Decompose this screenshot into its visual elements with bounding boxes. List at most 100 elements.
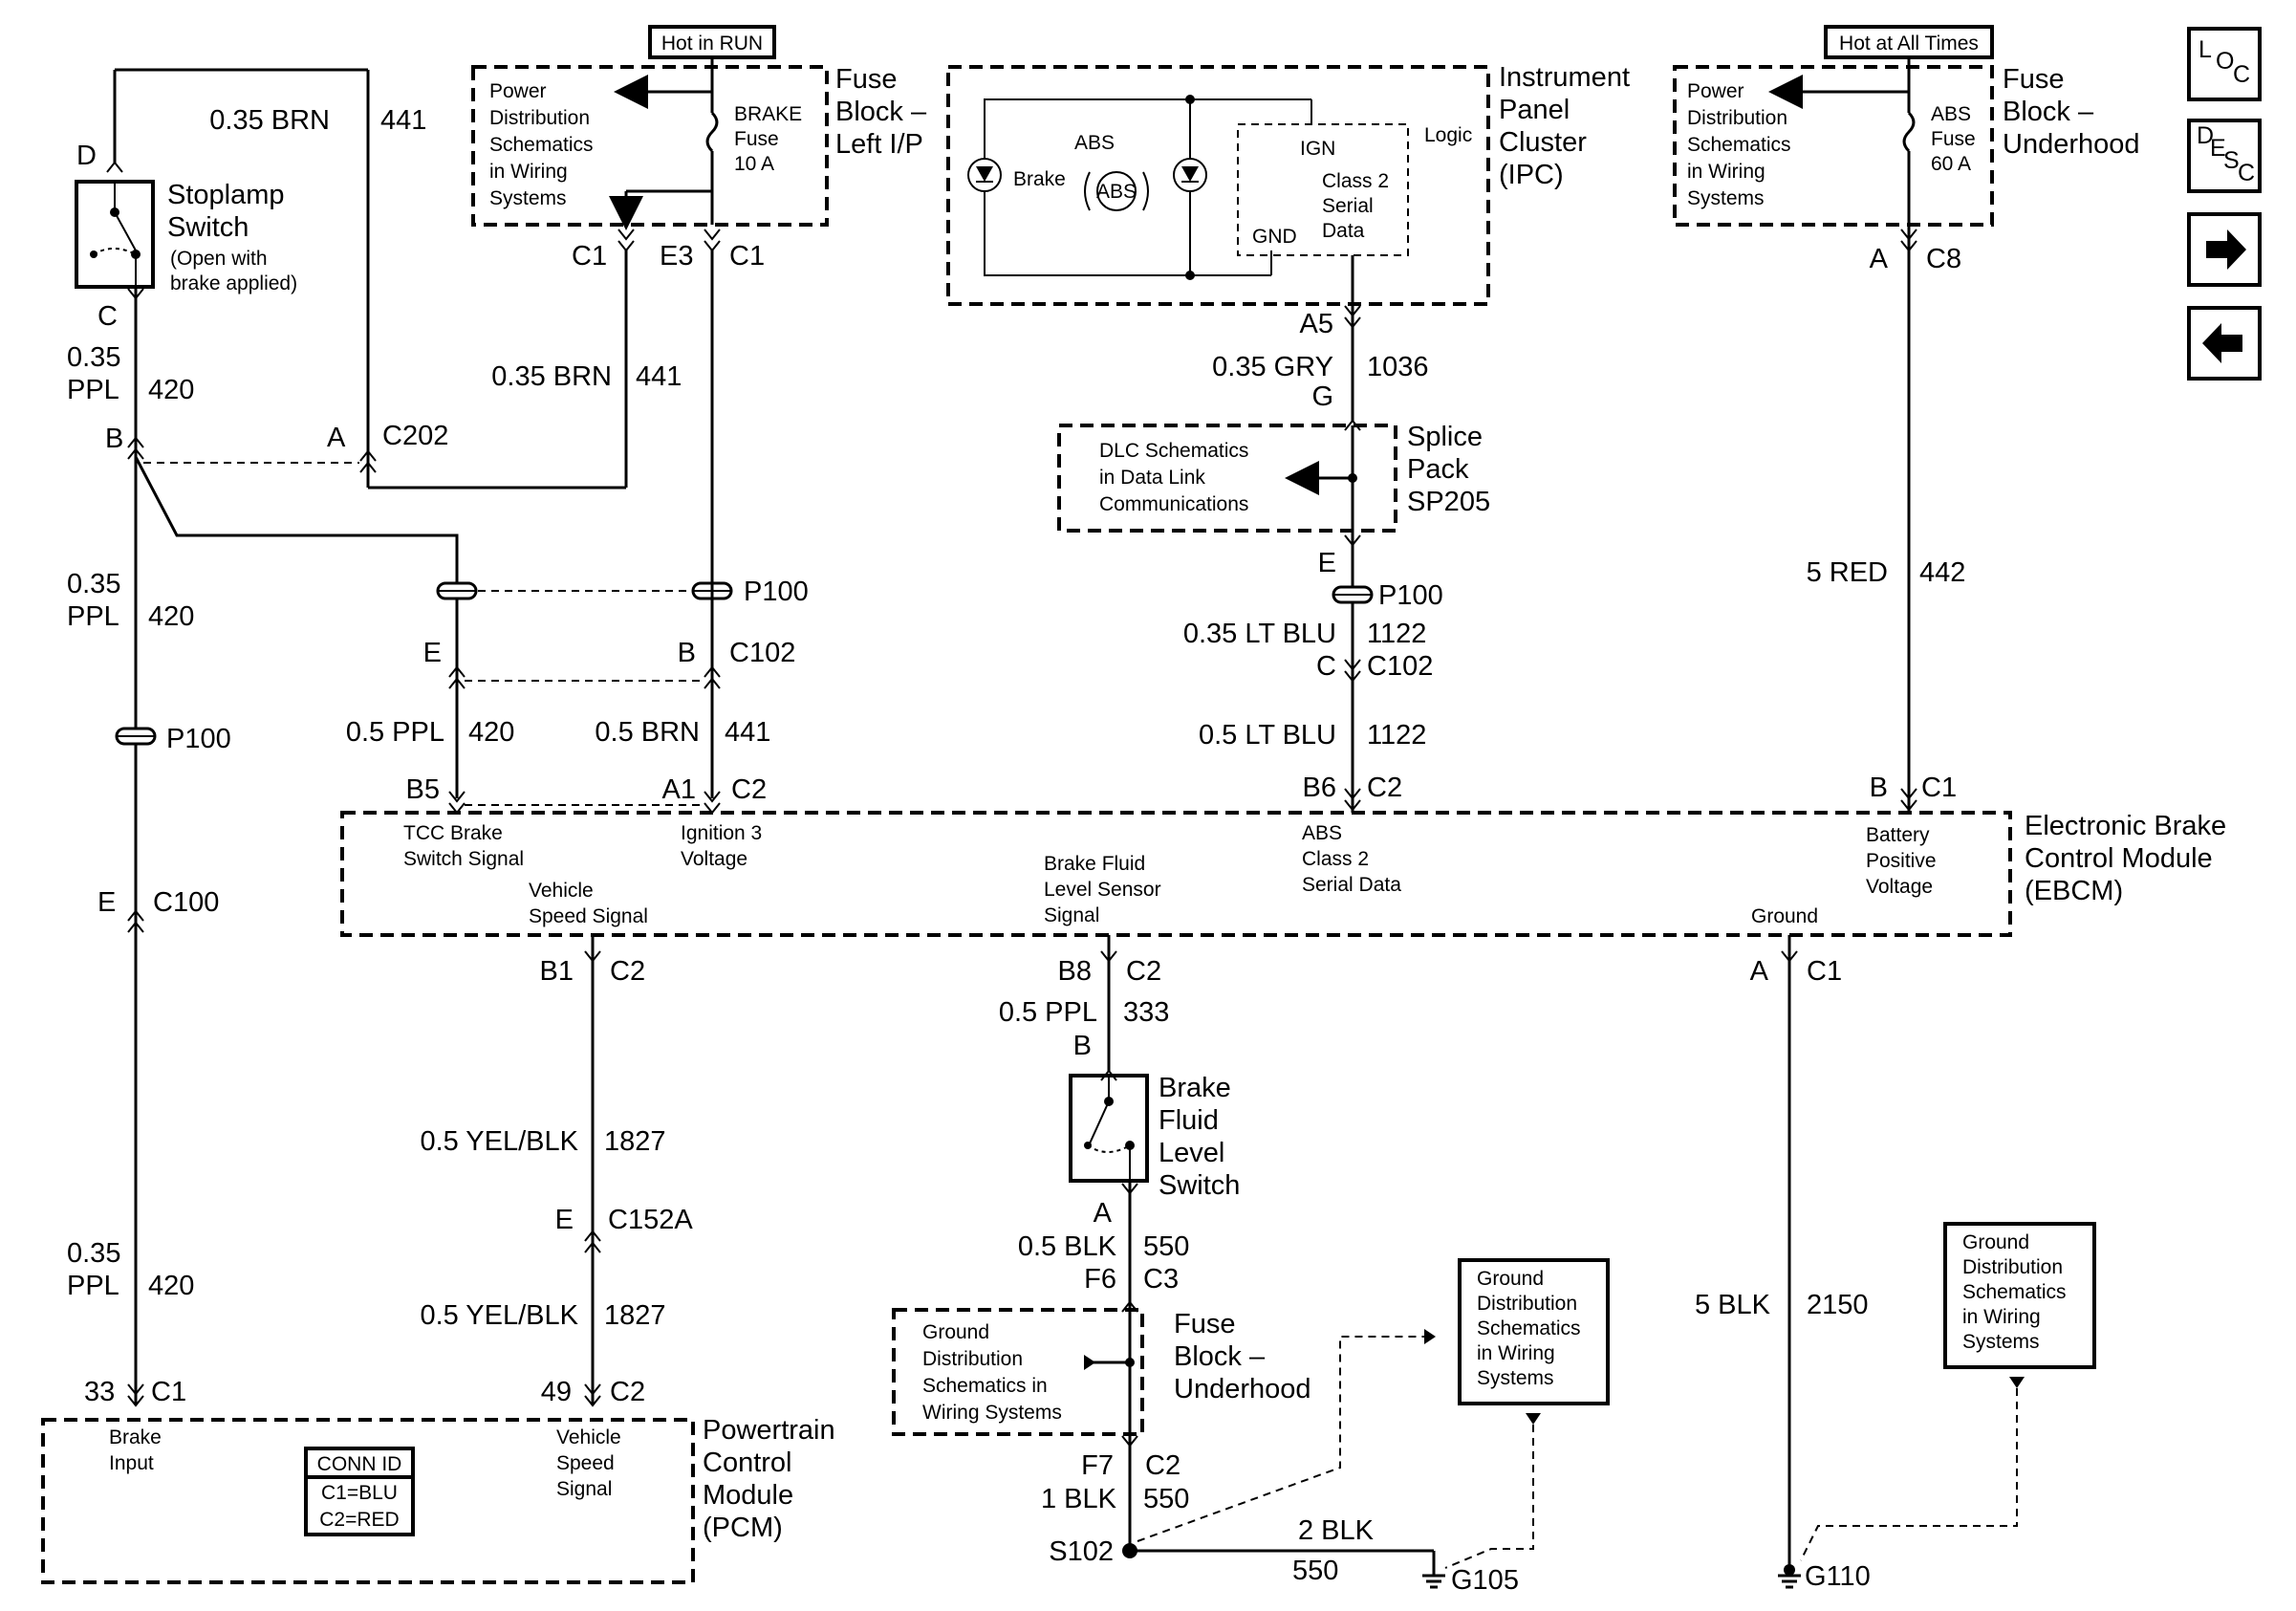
svg-text:A1: A1	[662, 774, 696, 805]
svg-text:P100: P100	[1378, 580, 1443, 611]
svg-text:Speed Signal: Speed Signal	[529, 905, 648, 927]
svg-text:Control Module: Control Module	[2025, 843, 2213, 874]
svg-text:C102: C102	[729, 638, 795, 668]
svg-text:ABS: ABS	[1096, 181, 1137, 203]
svg-text:G105: G105	[1451, 1565, 1519, 1596]
next-arrow-button[interactable]	[2187, 212, 2262, 287]
svg-text:0.5 LT BLU: 0.5 LT BLU	[1199, 720, 1336, 751]
hot-at-all-times: Hot at All Times	[1839, 33, 1979, 54]
fuse-block-underhood-right	[1673, 65, 1994, 227]
svg-text:0.35 BRN: 0.35 BRN	[491, 361, 612, 392]
fuse-block-underhood-mid	[892, 1308, 1144, 1436]
svg-text:B1: B1	[540, 956, 574, 987]
svg-text:B: B	[678, 638, 696, 668]
svg-text:Data: Data	[1322, 220, 1365, 242]
svg-text:ABS: ABS	[1302, 822, 1342, 844]
svg-text:brake applied): brake applied)	[170, 272, 297, 294]
fuse-block-left-ip	[471, 65, 829, 227]
svg-text:Class 2: Class 2	[1302, 848, 1369, 870]
svg-text:Distribution: Distribution	[489, 107, 590, 129]
svg-text:C152A: C152A	[608, 1205, 693, 1235]
svg-text:0.5 BRN: 0.5 BRN	[595, 717, 700, 748]
svg-text:BRAKE: BRAKE	[734, 103, 802, 125]
svg-text:0.35 GRY: 0.35 GRY	[1212, 352, 1333, 382]
svg-text:Stoplamp: Stoplamp	[167, 180, 285, 210]
svg-text:Pack: Pack	[1407, 454, 1469, 485]
svg-text:E: E	[555, 1205, 574, 1235]
svg-text:G: G	[1311, 381, 1333, 412]
svg-text:Positive: Positive	[1866, 850, 1937, 872]
svg-text:Level: Level	[1159, 1138, 1224, 1168]
abs-icon: ABS	[1084, 171, 1149, 211]
prev-arrow-button[interactable]	[2187, 306, 2262, 381]
svg-text:D: D	[2197, 122, 2214, 149]
svg-text:C2: C2	[1126, 956, 1161, 987]
svg-text:ABS: ABS	[1931, 103, 1971, 125]
svg-text:C: C	[1316, 651, 1336, 682]
svg-text:C1: C1	[1807, 956, 1842, 987]
svg-text:E: E	[2210, 135, 2226, 162]
svg-text:A: A	[1750, 956, 1769, 987]
svg-text:Power: Power	[1687, 80, 1744, 102]
svg-text:in Data Link: in Data Link	[1099, 467, 1205, 489]
svg-text:TCC Brake: TCC Brake	[403, 822, 503, 844]
svg-text:420: 420	[148, 601, 194, 632]
svg-text:Speed: Speed	[556, 1452, 615, 1474]
svg-text:Brake: Brake	[1159, 1073, 1231, 1103]
svg-text:E3: E3	[660, 241, 693, 272]
svg-text:Class 2: Class 2	[1322, 170, 1389, 192]
svg-text:2150: 2150	[1807, 1290, 1869, 1320]
ebcm	[340, 811, 2012, 937]
svg-text:in Wiring: in Wiring	[1687, 161, 1765, 183]
svg-text:Schematics: Schematics	[1477, 1317, 1581, 1339]
svg-text:Signal: Signal	[1044, 904, 1099, 926]
svg-text:Powertrain: Powertrain	[703, 1415, 835, 1446]
svg-text:E: E	[97, 887, 116, 918]
brake-fuse-icon	[705, 111, 719, 153]
svg-text:C1=BLU: C1=BLU	[321, 1482, 398, 1504]
svg-text:0.5 YEL/BLK: 0.5 YEL/BLK	[420, 1300, 578, 1331]
svg-text:1 BLK: 1 BLK	[1041, 1484, 1117, 1514]
svg-text:33: 33	[84, 1377, 115, 1407]
svg-text:Switch: Switch	[1159, 1170, 1240, 1201]
svg-text:(EBCM): (EBCM)	[2025, 876, 2123, 906]
svg-text:A: A	[1094, 1198, 1113, 1229]
svg-text:C202: C202	[382, 421, 448, 451]
svg-text:C1: C1	[572, 241, 607, 272]
svg-text:C: C	[97, 301, 118, 332]
svg-text:Ground: Ground	[1477, 1268, 1544, 1290]
svg-text:Underhood: Underhood	[1174, 1374, 1311, 1404]
svg-text:in Wiring: in Wiring	[1962, 1306, 2041, 1328]
svg-text:Fluid: Fluid	[1159, 1105, 1219, 1136]
svg-text:1122: 1122	[1367, 720, 1426, 751]
svg-text:B8: B8	[1058, 956, 1092, 987]
svg-text:B: B	[105, 424, 123, 454]
ground-dist-box-right	[1943, 1222, 2096, 1369]
fuse-block-left-label: Fuse	[835, 64, 897, 95]
svg-text:Battery: Battery	[1866, 824, 1930, 846]
svg-text:0.35 BRN: 0.35 BRN	[209, 105, 330, 136]
svg-text:0.5 PPL: 0.5 PPL	[999, 997, 1097, 1028]
svg-text:Schematics in: Schematics in	[922, 1375, 1048, 1397]
svg-text:(PCM): (PCM)	[703, 1513, 783, 1543]
svg-text:1827: 1827	[604, 1300, 666, 1331]
svg-text:A: A	[1870, 244, 1889, 274]
svg-text:Module: Module	[703, 1480, 793, 1511]
svg-text:Control: Control	[703, 1448, 792, 1478]
hot-in-run: Hot in RUN	[661, 33, 763, 54]
svg-text:0.35 LT BLU: 0.35 LT BLU	[1183, 619, 1336, 649]
svg-text:Ground: Ground	[922, 1321, 989, 1343]
svg-text:Schematics: Schematics	[1962, 1281, 2067, 1303]
svg-text:442: 442	[1919, 557, 1965, 588]
svg-text:A5: A5	[1300, 309, 1333, 339]
svg-text:Left I/P: Left I/P	[835, 129, 923, 160]
svg-text:Fuse: Fuse	[1931, 128, 1976, 150]
svg-text:SP205: SP205	[1407, 487, 1490, 517]
svg-text:Serial Data: Serial Data	[1302, 874, 1401, 896]
svg-text:60 A: 60 A	[1931, 153, 1971, 175]
abs-lamp-icon	[1173, 158, 1207, 192]
svg-text:Block –: Block –	[1174, 1341, 1266, 1372]
svg-text:C2=RED: C2=RED	[319, 1509, 399, 1531]
